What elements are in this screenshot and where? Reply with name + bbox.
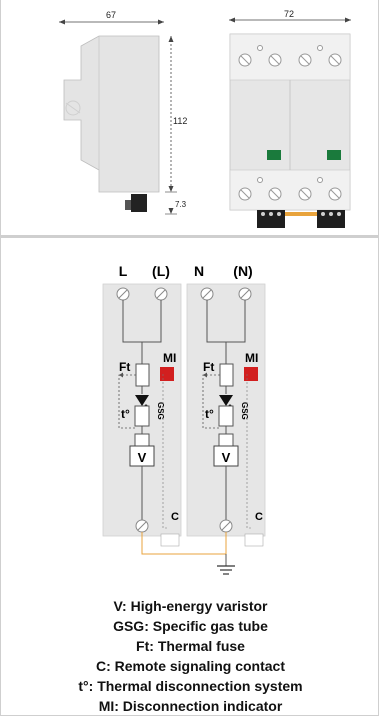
varistor-label-right: V [222,450,231,465]
height-dimension: 112 7.3 [165,36,187,215]
side-width-label: 67 [106,10,116,20]
thermal-system-label-right: t° [205,407,214,421]
wiring-schematic: L (L) N (N) Ft MI t° GSG [102,263,266,575]
right-module: Ft MI t° GSG V C [186,283,266,547]
front-view-body [229,33,351,228]
front-width-dimension: 72 [229,9,351,23]
indicator-left [160,367,174,381]
indicator-label-left: MI [163,351,176,365]
dimension-drawing-panel: 67 112 7.3 72 [0,0,379,236]
legend-thermal-fuse: Ft: Thermal fuse [136,638,245,654]
terminal-label-L: L [119,263,128,279]
dimension-drawing: 67 112 7.3 72 [59,9,351,228]
legend: V: High-energy varistor GSG: Specific ga… [1,596,379,716]
legend-thermal-system: t°: Thermal disconnection system [78,678,303,694]
thermal-system-label-left: t° [121,407,130,421]
gas-tube-label-left: GSG [156,402,165,420]
terminal-label-L2: (L) [152,263,170,279]
terminal-label-N2: (N) [233,263,252,279]
legend-signaling-contact: C: Remote signaling contact [95,658,286,674]
thermal-fuse-label-right: Ft [203,360,214,374]
schematic-panel: L (L) N (N) Ft MI t° GSG [0,236,379,716]
front-width-label: 72 [284,9,294,19]
height-label: 112 [173,116,187,126]
thermal-fuse-label-left: Ft [119,360,130,374]
side-width-dimension: 67 [59,10,164,25]
gas-tube-label-right: GSG [240,402,249,420]
status-window-right [327,150,341,160]
legend-varistor: V: High-energy varistor [113,598,268,614]
varistor-label-left: V [138,450,147,465]
foot-depth-label: 7.3 [175,200,187,209]
contact-label-right: C [255,511,263,523]
indicator-right [244,367,258,381]
earth-connection [141,532,235,575]
terminal-label-N: N [194,263,204,279]
contact-label-left: C [171,511,179,523]
legend-indicator: MI: Disconnection indicator [98,698,283,714]
legend-gas-tube: GSG: Specific gas tube [113,618,268,634]
status-window-left [267,150,281,160]
indicator-label-right: MI [245,351,258,365]
side-view-body [63,35,160,212]
left-module: Ft MI t° GSG V C [102,283,182,547]
